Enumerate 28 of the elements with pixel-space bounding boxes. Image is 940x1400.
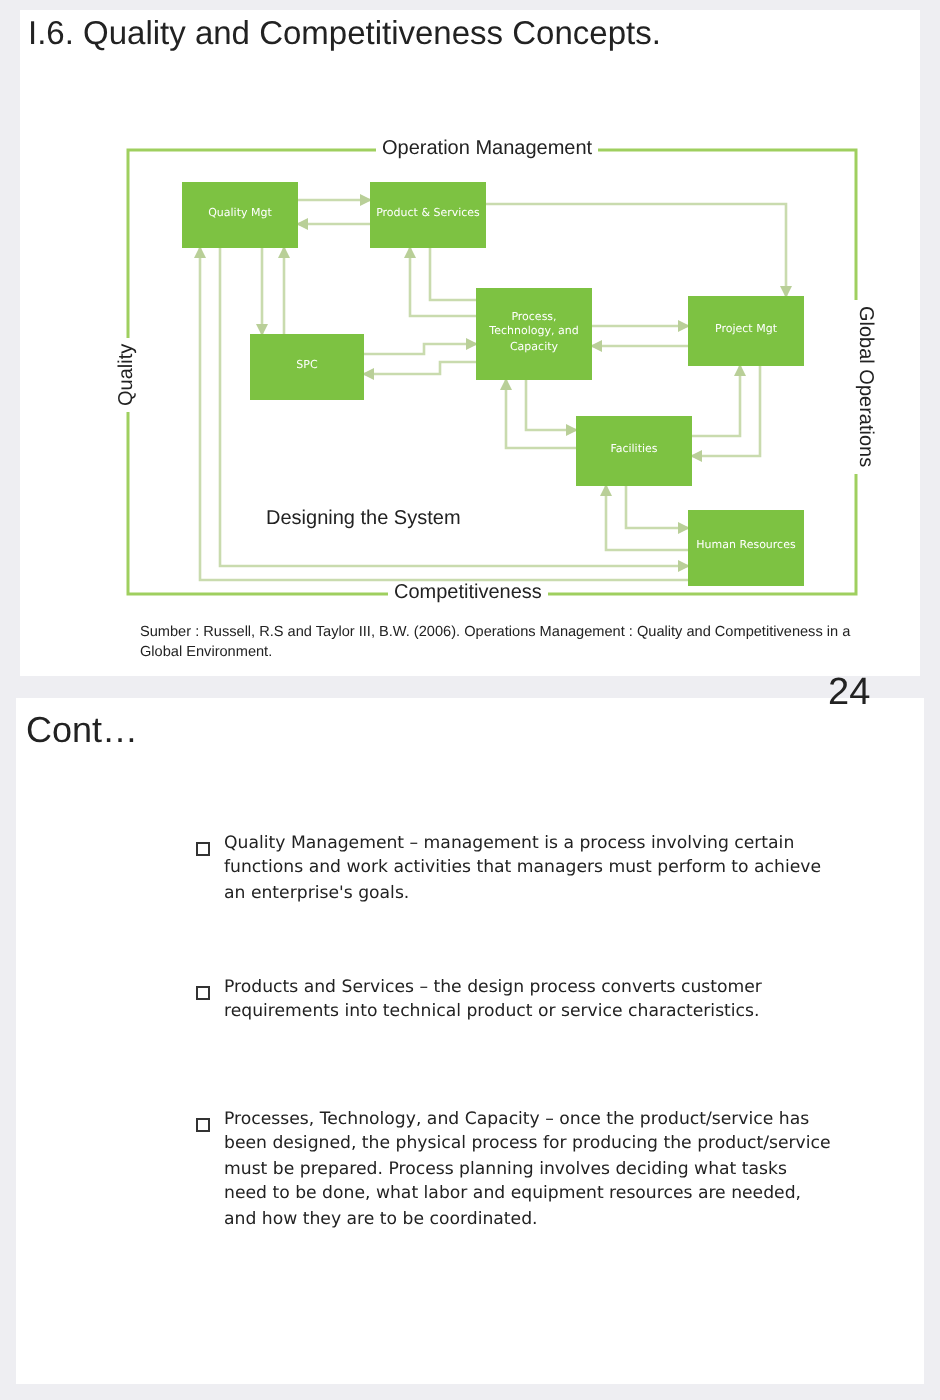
slide-title: Cont…: [26, 710, 139, 752]
page-number: 24: [828, 672, 871, 716]
arrow: [256, 248, 268, 336]
frame-label: Quality: [116, 337, 138, 412]
frame-label: Global Operations: [854, 300, 876, 474]
frame-label: Operation Management: [376, 138, 599, 160]
arrow: [364, 338, 478, 356]
arrow: [590, 340, 688, 352]
arrow: [296, 218, 370, 230]
frame-label: Competitiveness: [388, 582, 548, 604]
arrow: [624, 486, 690, 534]
arrow: [428, 248, 476, 302]
arrow: [404, 246, 476, 318]
arrow: [278, 246, 290, 334]
arrow: [500, 378, 576, 450]
bullet-text: Processes, Technology, and Capacity – once the product/service has been designed, the physical process for producing the product/service must be prepared. Process planning involves deciding what tasks need to be done, what labor and equipment resources are needed, and how they are to be coordinated.: [224, 1108, 833, 1233]
arrow: [486, 202, 792, 298]
arrow: [592, 320, 690, 332]
bullet-text: Quality Management – management is a process involving certain functions and work activities that managers must perform to achieve an enterprise's goals.: [224, 832, 824, 907]
arrow: [600, 484, 688, 552]
section-label: Designing the System: [266, 508, 461, 530]
arrow: [362, 360, 476, 380]
arrow: [524, 380, 578, 436]
arrow: [692, 364, 746, 438]
bullet-text: Products and Services – the design process converts customer requirements into technical product or service characteristics.: [224, 976, 764, 1026]
arrow: [690, 366, 762, 462]
slide-title: I.6. Quality and Competitiveness Concepts.: [28, 16, 661, 54]
arrow: [298, 194, 372, 206]
